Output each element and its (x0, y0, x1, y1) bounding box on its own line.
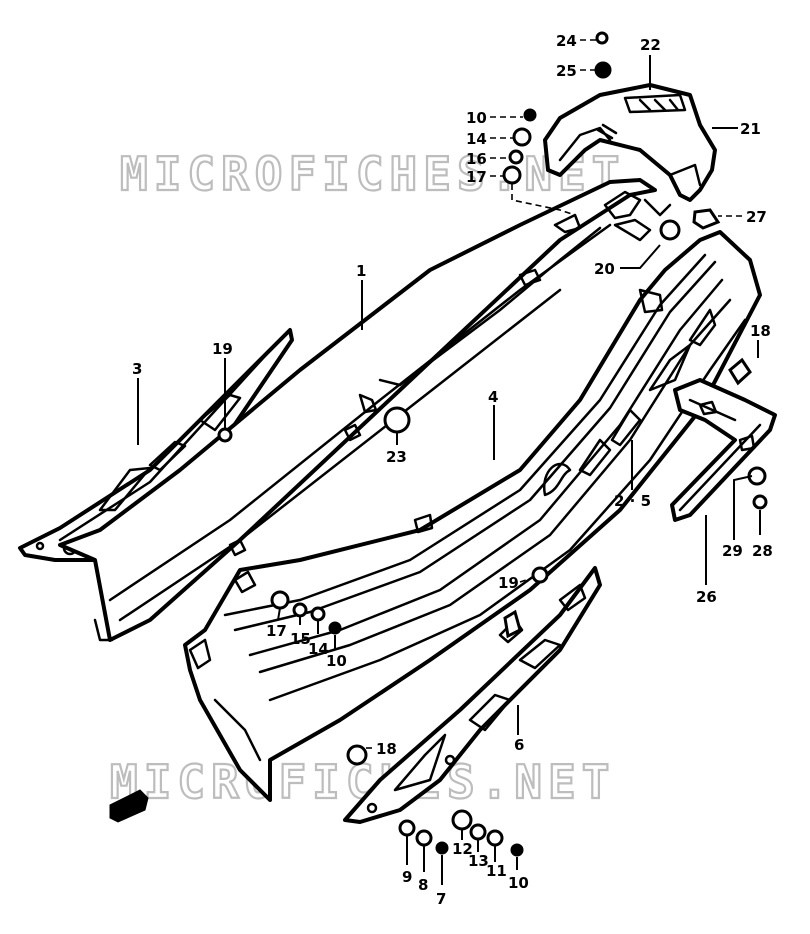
label-2-5: 2 · 5 (614, 492, 651, 510)
label-14: 14 (466, 130, 487, 148)
label-22: 22 (640, 36, 661, 54)
label-3: 3 (132, 360, 142, 378)
label-1: 1 (356, 262, 366, 280)
label-15: 15 (290, 630, 311, 648)
label-6: 6 (514, 736, 524, 754)
label-12: 12 (452, 840, 473, 858)
label-24: 24 (556, 32, 577, 50)
label-16: 16 (466, 150, 487, 168)
label-18: 18 (750, 322, 771, 340)
label-17b: 17 (266, 622, 287, 640)
part-21-tail-cover (543, 83, 717, 217)
small-emblem (109, 789, 149, 823)
part-labels: 24 22 25 10 14 21 16 17 27 20 1 3 19 18 … (132, 32, 773, 908)
label-7: 7 (436, 890, 446, 908)
label-13: 13 (468, 852, 489, 870)
label-29: 29 (722, 542, 743, 560)
part-1-frame-cover-rail (58, 178, 657, 642)
part-6-lower-panel (343, 566, 602, 824)
label-19: 19 (212, 340, 233, 358)
label-21: 21 (740, 120, 761, 138)
label-17: 17 (466, 168, 487, 186)
leader-lines (137, 39, 761, 885)
label-25: 25 (556, 62, 577, 80)
label-10c: 10 (508, 874, 529, 892)
label-26: 26 (696, 588, 717, 606)
label-14b: 14 (308, 640, 329, 658)
label-11: 11 (486, 862, 507, 880)
label-4: 4 (488, 388, 498, 406)
part-26-bracket (670, 378, 777, 522)
label-20: 20 (594, 260, 615, 278)
watermark-top: MICROFICHES.NET (120, 147, 625, 201)
label-10: 10 (466, 109, 487, 127)
label-23: 23 (386, 448, 407, 466)
part-4-side-cover (183, 230, 762, 802)
label-27: 27 (746, 208, 767, 226)
label-8: 8 (418, 876, 428, 894)
label-9: 9 (402, 868, 412, 886)
label-28: 28 (752, 542, 773, 560)
label-10b: 10 (326, 652, 347, 670)
label-18b: 18 (376, 740, 397, 758)
label-19b: 19 (498, 574, 519, 592)
